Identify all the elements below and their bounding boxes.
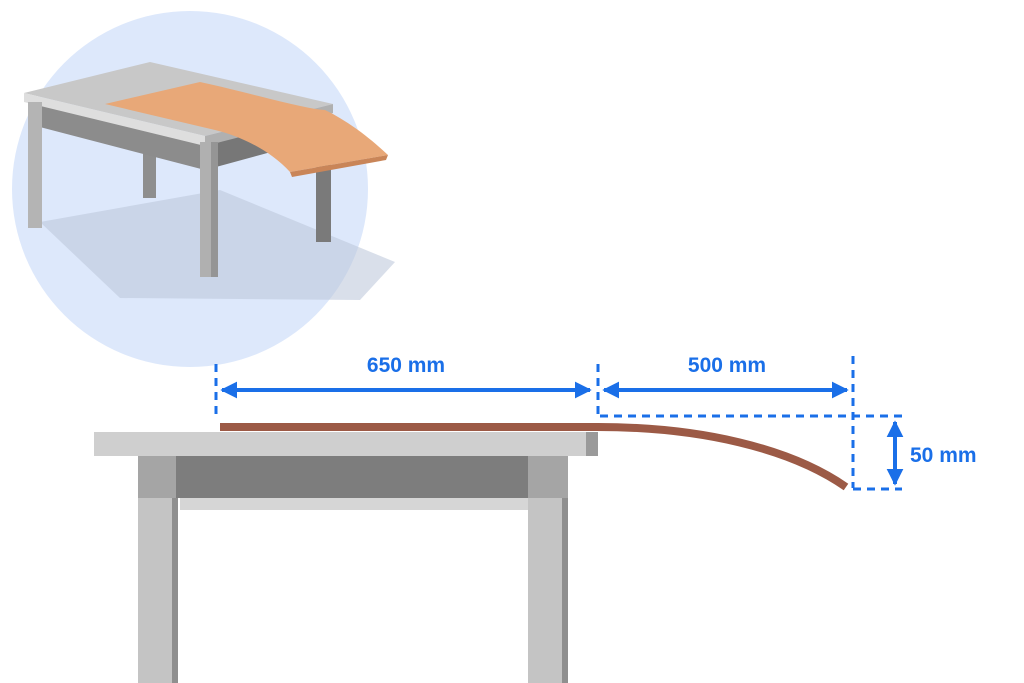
inset-apron-front: [36, 100, 205, 170]
table-top: [94, 432, 598, 456]
side-view-table: [94, 432, 598, 683]
plank: [220, 423, 849, 491]
inset-background-circle: [12, 11, 368, 367]
support-length-label: 650 mm: [367, 354, 445, 377]
table-leg-left-shade: [172, 456, 178, 683]
inset-table-top-edge: [24, 93, 205, 146]
deflection-label: 50 mm: [910, 444, 977, 467]
inset-front-leg-left: [28, 102, 42, 228]
overhang-length-label: 500 mm: [688, 354, 766, 377]
table-leg-right-shade: [562, 456, 568, 683]
perspective-inset: [12, 11, 395, 367]
table-apron: [176, 456, 528, 498]
dimension-guides: [214, 356, 902, 491]
table-top-end-shade: [586, 432, 598, 456]
inset-back-leg-right: [316, 160, 331, 242]
inset-plank-edge: [290, 155, 388, 177]
inset-front-leg-right-shade: [211, 142, 218, 277]
inset-plank: [105, 82, 388, 172]
table-apron-lower-rail: [180, 498, 528, 510]
